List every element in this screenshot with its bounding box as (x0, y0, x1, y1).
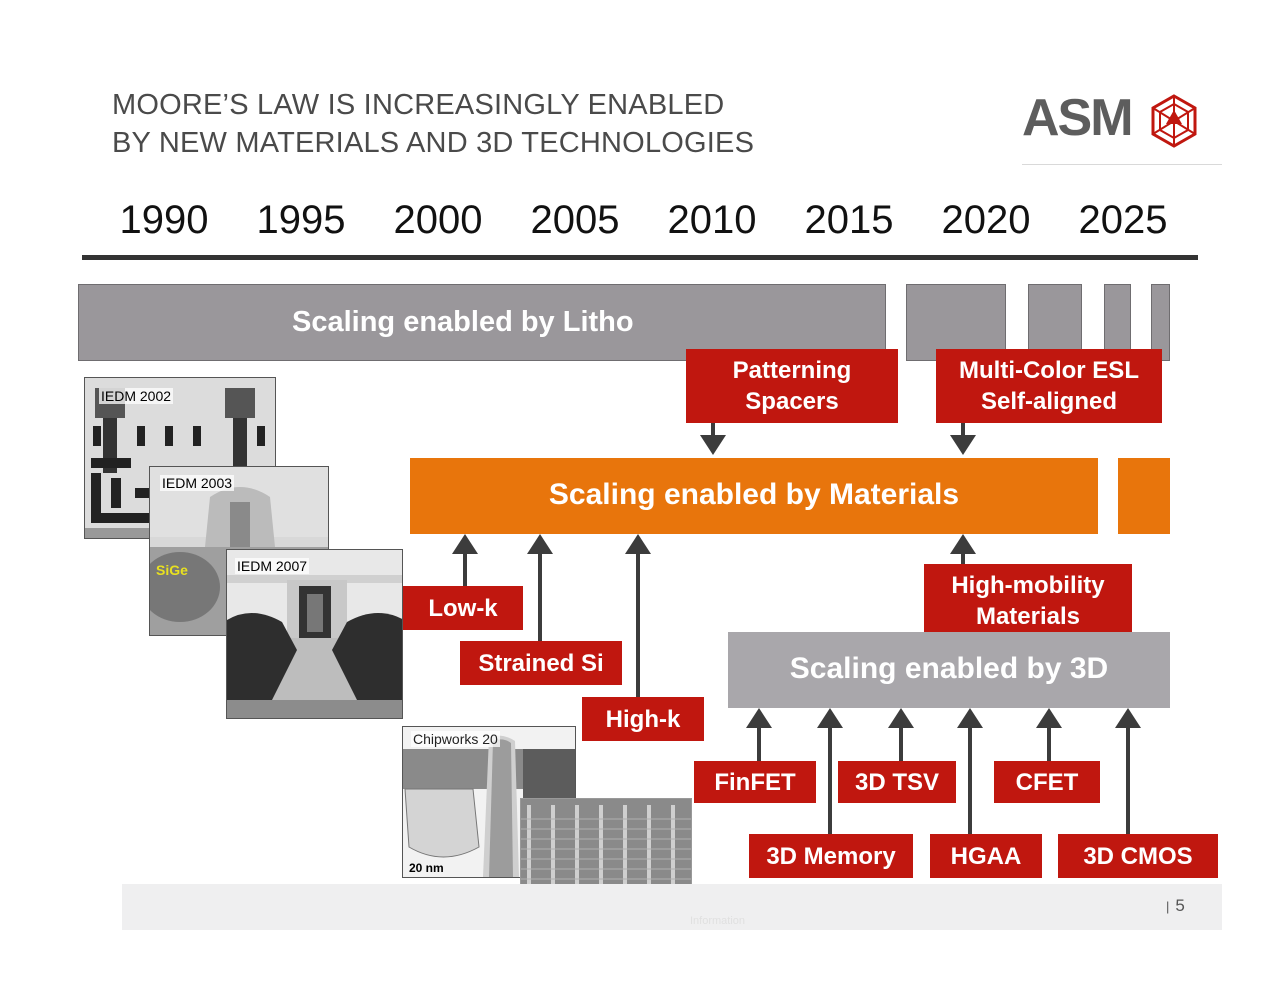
3d-scaling-label: Scaling enabled by 3D (789, 652, 1109, 685)
year-label: 1990 (119, 198, 209, 242)
litho-bar-segment (906, 284, 1006, 361)
high-mobility-box: High-mobility Materials (924, 564, 1132, 638)
finfet-box: FinFET (694, 761, 816, 803)
year-label: 2015 (804, 198, 894, 242)
scale-bar-label: 20 nm (409, 861, 444, 875)
multicolor-esl-box: Multi-Color ESL Self-aligned (936, 349, 1162, 423)
3d-cmos-box: 3D CMOS (1058, 834, 1218, 878)
box-line: Spacers (745, 388, 839, 415)
materials-scaling-bar (410, 458, 1098, 534)
footer-band (122, 884, 1222, 930)
box-line: Patterning (732, 357, 852, 384)
materials-bar-segment (1118, 458, 1170, 534)
logo-underline (1022, 164, 1222, 165)
micrograph-image (227, 550, 402, 718)
sige-label: SiGe (156, 562, 188, 578)
micrograph-label: IEDM 2003 (160, 475, 235, 491)
high-k-box: High-k (582, 697, 704, 741)
3d-scaling-bar (728, 632, 1170, 708)
title-line-2: BY NEW MATERIALS AND 3D TECHNOLOGIES (112, 127, 755, 159)
cfet-box: CFET (994, 761, 1100, 803)
box-line: Materials (975, 603, 1081, 630)
asm-hexagon-logo-icon (1151, 94, 1197, 148)
micrograph-label: Chipworks 20 (411, 731, 500, 747)
year-label: 2020 (941, 198, 1031, 242)
page-number: |5 (1166, 896, 1185, 916)
box-line: Self-aligned (980, 388, 1118, 415)
year-label: 2010 (667, 198, 757, 242)
arrow-up-icon (888, 708, 914, 762)
micrograph-label: IEDM 2002 (99, 388, 174, 404)
litho-scaling-bar (78, 284, 886, 361)
arrow-down-icon (700, 423, 726, 455)
arrow-up-icon (817, 708, 843, 834)
page-number-value: 5 (1175, 896, 1185, 915)
timeline-rule (82, 255, 1198, 260)
title-line-1: MOORE’S LAW IS INCREASINGLY ENABLED (112, 89, 725, 121)
patterning-spacers-box: Patterning Spacers (686, 349, 898, 423)
materials-scaling-label: Scaling enabled by Materials (548, 478, 960, 511)
year-label: 2005 (530, 198, 620, 242)
litho-scaling-label: Scaling enabled by Litho (292, 306, 634, 338)
arrow-up-icon (746, 708, 772, 762)
slide-title: MOORE’S LAW IS INCREASINGLY ENABLED BY N… (112, 86, 754, 162)
arrow-down-icon (950, 423, 976, 455)
page-separator: | (1166, 899, 1170, 914)
footer-faint-text: Information (690, 915, 746, 927)
arrow-up-icon (1115, 708, 1141, 834)
hgaa-box: HGAA (930, 834, 1042, 878)
3d-tsv-box: 3D TSV (838, 761, 956, 803)
year-label: 2000 (393, 198, 483, 242)
box-line: High-mobility (951, 572, 1105, 599)
low-k-box: Low-k (403, 586, 523, 630)
arrow-up-icon (957, 708, 983, 834)
arrow-up-icon (527, 534, 553, 642)
arrow-up-icon (625, 534, 651, 697)
year-label: 2025 (1078, 198, 1168, 242)
micrograph-label: IEDM 2007 (235, 558, 310, 574)
logo-text: ASM (1022, 89, 1134, 147)
arrow-up-icon (950, 534, 976, 564)
iedm-2007-micrograph: IEDM 2007 (226, 549, 403, 719)
box-line: Multi-Color ESL (959, 357, 1139, 384)
litho-bar-segment (1028, 284, 1082, 361)
3d-memory-box: 3D Memory (749, 834, 913, 878)
arrow-up-icon (1036, 708, 1062, 762)
asm-logo: ASM (1022, 88, 1222, 168)
year-label: 1995 (256, 198, 346, 242)
arrow-up-icon (452, 534, 478, 586)
strained-si-box: Strained Si (460, 641, 622, 685)
